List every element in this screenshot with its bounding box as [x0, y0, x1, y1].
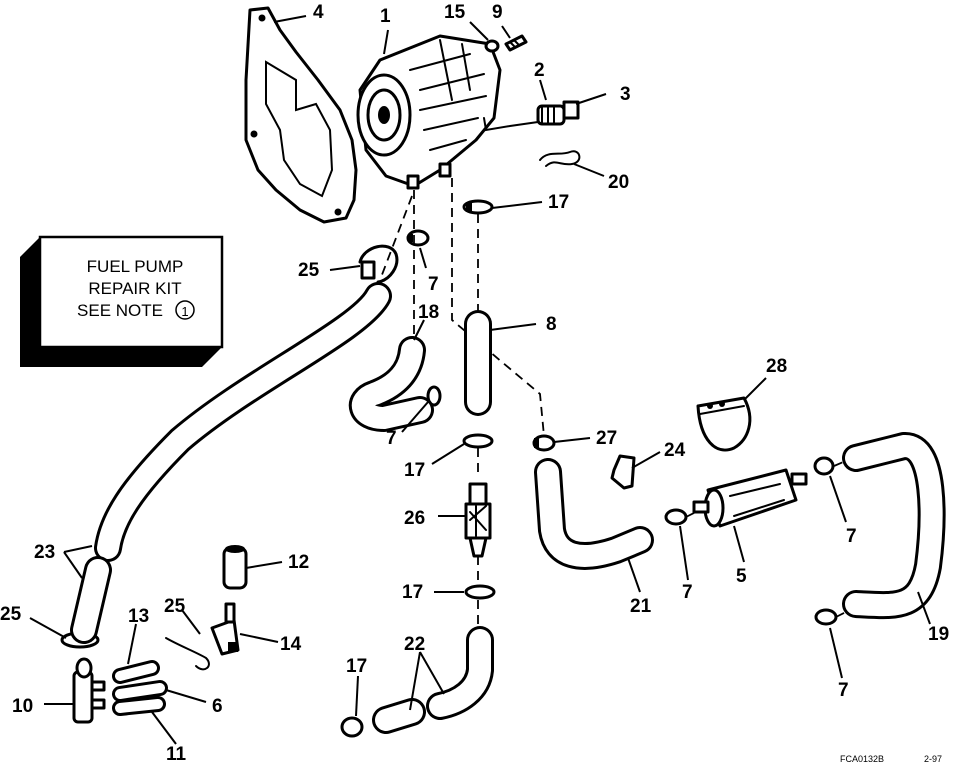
callout-13: 13	[128, 606, 149, 627]
callout-3: 3	[620, 84, 631, 105]
callout-18: 18	[418, 302, 439, 323]
callout-19: 19	[928, 624, 949, 645]
clamp-part-7-hose19-bottom	[814, 608, 838, 626]
check-valve-part-2	[536, 100, 580, 126]
repair-kit-note-box: FUEL PUMP REPAIR KIT SEE NOTE 1	[20, 235, 224, 367]
callout-7-hose18: 7	[386, 428, 397, 449]
callout-11: 11	[166, 744, 187, 764]
callout-7-filter: 7	[682, 582, 693, 603]
fuel-pump-part-1	[356, 34, 539, 190]
hose-part-11	[112, 696, 166, 716]
bracket-part-24	[610, 454, 636, 490]
hose-part-19	[842, 432, 946, 620]
callout-12: 12	[288, 552, 309, 573]
callout-14: 14	[280, 634, 302, 655]
mounting-bracket-part-4	[244, 6, 358, 224]
callout-26: 26	[404, 508, 425, 529]
figure-id: FCA0132B	[840, 754, 884, 764]
leader-lines	[29, 15, 931, 745]
callout-25-lower: 25	[164, 596, 186, 617]
clamp-part-7-filter	[664, 508, 688, 526]
hose-part-13	[112, 660, 160, 684]
callout-7-hose19-top: 7	[846, 526, 857, 547]
kit-line-1: FUEL PUMP	[87, 257, 184, 276]
callout-23: 23	[34, 542, 55, 563]
callout-4: 4	[313, 2, 324, 23]
hose-part-23	[70, 282, 392, 644]
callout-15: 15	[444, 2, 466, 23]
sleeve-part-12	[222, 545, 248, 590]
clamp-part-17-upper	[462, 199, 494, 215]
callout-1: 1	[380, 6, 391, 27]
inline-filter-part-26	[464, 482, 492, 558]
callout-9: 9	[492, 2, 503, 23]
clamp-part-27	[532, 434, 556, 452]
callout-22: 22	[404, 634, 425, 655]
clamp-part-25-upper	[358, 244, 399, 284]
hose-part-21	[534, 458, 654, 570]
fitting-part-14	[210, 602, 240, 656]
kit-box-face	[38, 235, 224, 349]
note-ref-circle	[175, 300, 195, 320]
hose-part-22-short	[372, 698, 426, 734]
callout-10: 10	[12, 696, 33, 717]
fitting-part-10	[72, 657, 106, 724]
hose-part-18	[348, 336, 434, 432]
callout-7-upper: 7	[428, 274, 439, 295]
hose-part-22-bent	[426, 626, 494, 720]
callout-7-hose19-bottom: 7	[838, 680, 849, 701]
screw-part-9	[504, 34, 528, 52]
callout-17-lower: 17	[402, 582, 423, 603]
figure-date: 2-97	[924, 754, 942, 764]
strap-part-28	[696, 396, 752, 452]
kit-line-3: SEE NOTE	[77, 301, 163, 320]
note-ref-number: 1	[181, 304, 188, 319]
clamp-part-7-hose18	[426, 385, 442, 407]
callout-20: 20	[608, 172, 629, 193]
callout-17-upper: 17	[548, 192, 569, 213]
callout-2: 2	[534, 60, 545, 81]
callout-25-lower-left: 25	[0, 604, 22, 625]
clamp-part-7-upper	[406, 229, 430, 247]
callout-6: 6	[212, 696, 223, 717]
clamp-part-17-bottom	[340, 716, 364, 738]
callout-5: 5	[736, 566, 747, 587]
callout-24: 24	[664, 440, 686, 461]
fuel-filter-part-5	[692, 468, 808, 528]
callout-17-bottom: 17	[346, 656, 367, 677]
clamp-part-17-lower	[464, 584, 496, 600]
callout-28: 28	[766, 356, 787, 377]
kit-line-2: REPAIR KIT	[88, 279, 181, 298]
clamp-part-7-hose19-top	[813, 456, 835, 476]
callout-8: 8	[546, 314, 557, 335]
clamp-part-25-lower	[165, 637, 210, 671]
hose-part-6	[112, 680, 168, 702]
washer-part-15	[484, 39, 500, 53]
callout-21: 21	[630, 596, 652, 617]
assembly-lines	[379, 178, 851, 628]
callout-27: 27	[596, 428, 617, 449]
callout-25-upper: 25	[298, 260, 320, 281]
callout-17-mid: 17	[404, 460, 425, 481]
clamp-part-17-mid	[462, 433, 494, 449]
clip-part-20	[539, 150, 581, 167]
